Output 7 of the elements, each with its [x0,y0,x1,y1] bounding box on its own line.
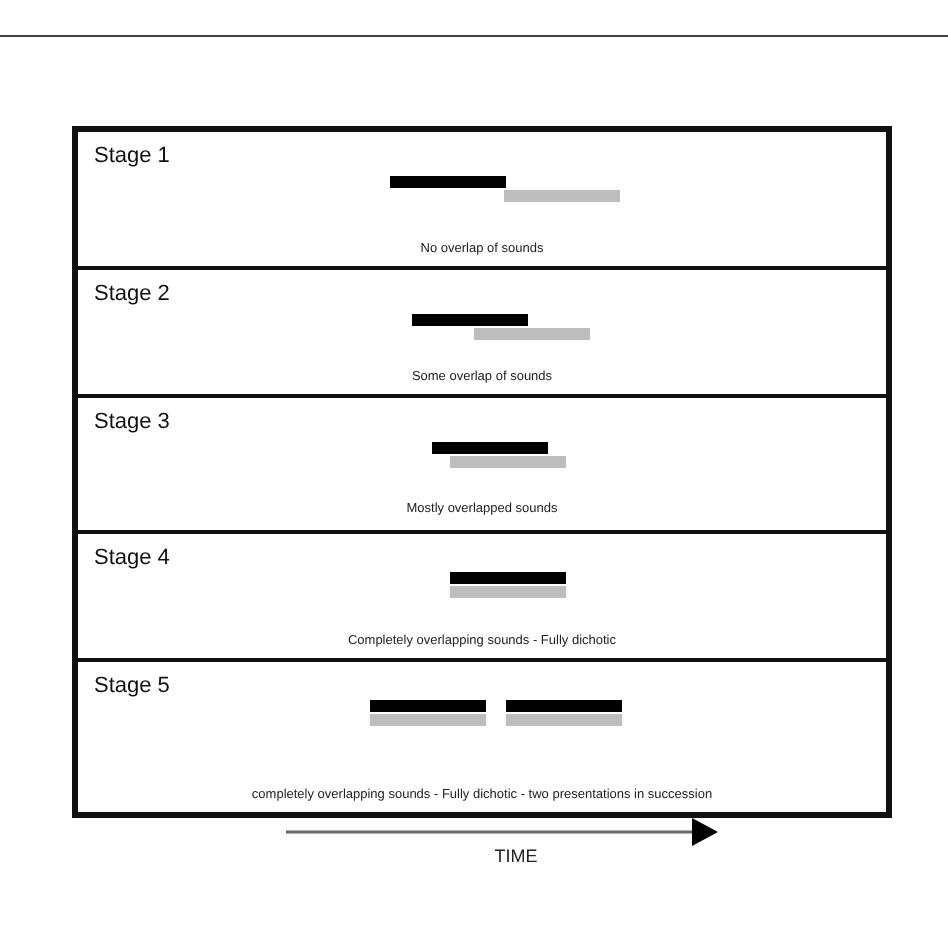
stage-heading: Stage 5 [94,674,170,698]
stage-heading: Stage 4 [94,546,170,570]
frame-box [72,126,892,818]
stage-heading: Stage 1 [94,144,170,168]
stage-heading: Stage 2 [94,282,170,306]
stage-heading: Stage 3 [94,410,170,434]
axis-label: TIME [492,846,540,866]
